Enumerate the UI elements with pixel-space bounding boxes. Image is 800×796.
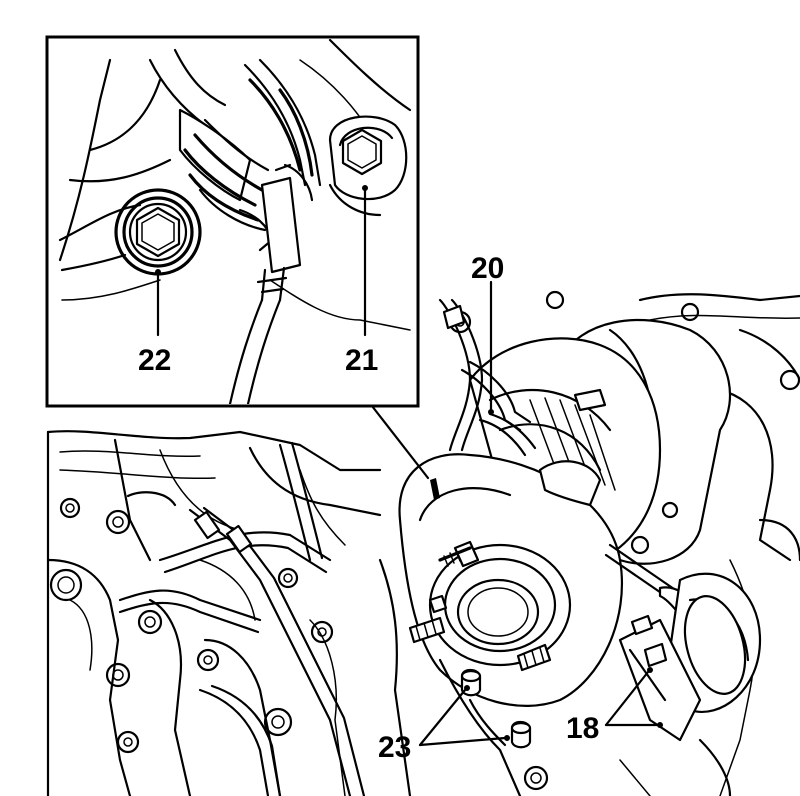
callout-leader-23b [418, 736, 507, 747]
callout-20: 20 [471, 252, 504, 285]
callout-18: 18 [566, 712, 599, 745]
callout-leader-18b [604, 670, 650, 727]
oil-feed-pipe [438, 298, 537, 457]
bolt-22 [58, 188, 202, 276]
callout-21: 21 [345, 344, 378, 377]
inset-oil-pipe [148, 48, 322, 252]
turbocharger [398, 298, 732, 707]
engine-drawing [46, 290, 800, 796]
inset-pointer-line [370, 404, 430, 480]
flange-studs [408, 540, 552, 672]
detail-inset [45, 35, 430, 480]
engine-block [46, 290, 800, 796]
oil-pipes [118, 441, 366, 796]
callout-22: 22 [138, 344, 171, 377]
bolt-21 [328, 115, 408, 217]
callout-23: 23 [378, 731, 411, 764]
callout-leader-23a [418, 688, 467, 747]
inset-thin-pipe [228, 163, 302, 404]
wastegate-actuator [604, 543, 762, 742]
callout-leaders [418, 280, 663, 747]
